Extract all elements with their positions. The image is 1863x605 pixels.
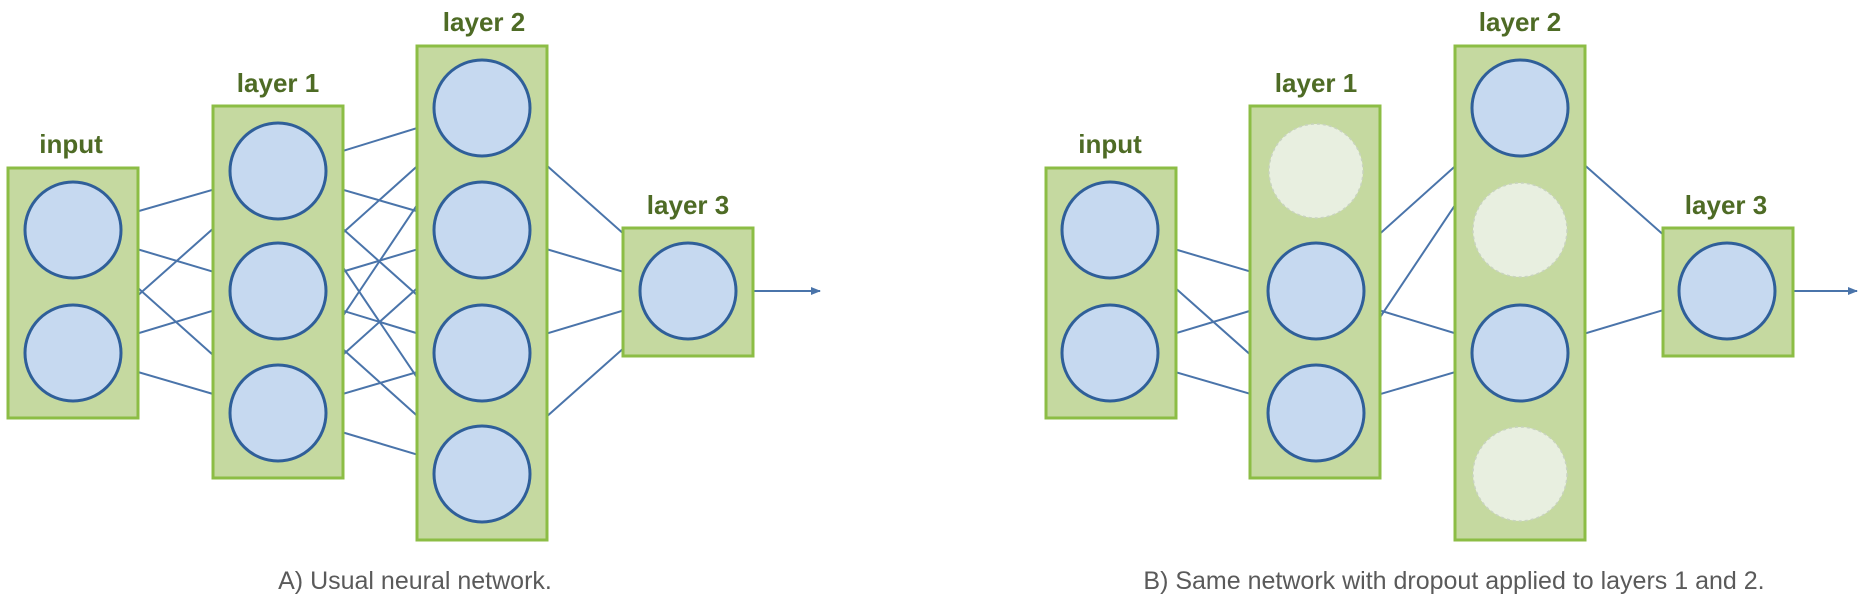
network-a-input-label: input	[39, 129, 103, 159]
network-b-layer-2-dropped-neuron	[1472, 182, 1568, 278]
network-b-layer-2-neuron	[1470, 303, 1570, 403]
network-a-layer-1-neuron	[228, 121, 328, 221]
network-b-layer-2-label: layer 2	[1479, 7, 1561, 37]
network-b-layer-2-dropped-neuron	[1472, 426, 1568, 522]
network-a: input layer 1 layer 2 layer 3 A) Usual n…	[6, 7, 821, 595]
network-b-input-label: input	[1078, 129, 1142, 159]
network-a-layer-3-label: layer 3	[647, 190, 729, 220]
network-b-input-neuron	[1060, 303, 1160, 403]
network-b: input layer 1 layer 2 layer 3 B) Same ne…	[1044, 7, 1858, 595]
network-a-layer-1-neuron	[228, 241, 328, 341]
network-b-layer-1-dropped-neuron	[1268, 123, 1364, 219]
network-a-layer-2-label: layer 2	[443, 7, 525, 37]
network-b-layer-1-neuron	[1266, 241, 1366, 341]
network-a-input-neuron	[23, 303, 123, 403]
network-b-layer-3-label: layer 3	[1685, 190, 1767, 220]
network-b-caption: B) Same network with dropout applied to …	[1143, 567, 1764, 595]
network-a-neurons	[23, 58, 738, 524]
network-b-layer-1-neuron	[1266, 363, 1366, 463]
network-b-layer-1-label: layer 1	[1275, 68, 1357, 98]
network-b-layer-3-neuron	[1677, 241, 1777, 341]
network-a-layer-3-neuron	[638, 241, 738, 341]
network-a-layer-2-neuron	[432, 303, 532, 403]
network-a-layer-2-neuron	[432, 180, 532, 280]
network-a-caption: A) Usual neural network.	[278, 567, 552, 595]
network-a-layer-2-neuron	[432, 58, 532, 158]
network-a-layer-1-neuron	[228, 363, 328, 463]
network-a-input-neuron	[23, 180, 123, 280]
network-a-layer-2-neuron	[432, 424, 532, 524]
network-a-layer-1-label: layer 1	[237, 68, 319, 98]
network-b-layer-2-neuron	[1470, 58, 1570, 158]
network-b-input-neuron	[1060, 180, 1160, 280]
network-b-neurons	[1060, 58, 1777, 522]
